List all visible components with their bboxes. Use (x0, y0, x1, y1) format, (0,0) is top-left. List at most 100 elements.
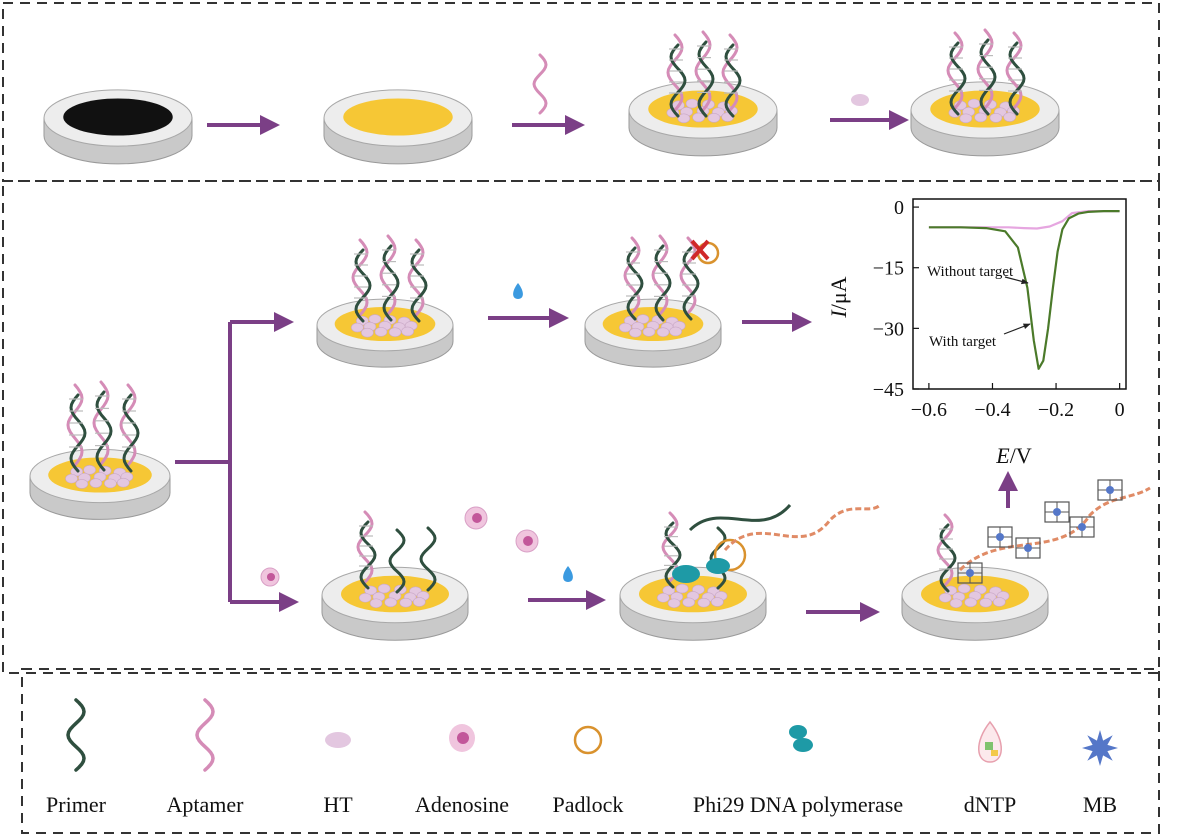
exposed-primer (709, 526, 727, 590)
legend-item-padlock-ring: Padlock (553, 725, 624, 817)
ht-dot (361, 327, 374, 338)
mb-icon (966, 569, 974, 577)
g-quadruplex-mb (1015, 537, 1041, 559)
legend-item-aptamer-strand: Aptamer (167, 698, 245, 817)
legend-label: Primer (46, 792, 107, 817)
primer-strand (664, 521, 682, 589)
aptamer-primer-duplex (351, 238, 372, 323)
rca-product (723, 503, 882, 551)
ht-dot (685, 98, 699, 109)
polymerase-icon (672, 565, 700, 583)
annotation-with-target: With target (929, 334, 997, 350)
exposed-primer (388, 528, 406, 594)
ht-dot (636, 314, 650, 324)
mb-icon (1024, 544, 1032, 552)
chart-x-axis-label: E/V (995, 443, 1032, 468)
legend-panel-border (21, 668, 1160, 834)
aptamer-primer-duplex (666, 33, 687, 118)
ht-dot (83, 465, 96, 475)
ht-dot (677, 113, 691, 124)
primer-strand (654, 244, 672, 322)
legend-label: MB (1083, 792, 1117, 817)
dntp-drop-icon (563, 566, 573, 582)
chart-lines (928, 210, 1120, 370)
mb-icon (1106, 486, 1114, 494)
aptamer-legend-icon (195, 698, 215, 772)
primer-strand (949, 41, 967, 116)
y-tick-label: −30 (873, 318, 904, 340)
aptamer-primer-duplex (946, 31, 967, 116)
mb-icon (996, 533, 1004, 541)
ht-dot (401, 326, 414, 337)
x-tick-label: −0.4 (974, 399, 1010, 421)
ht-dot (656, 327, 670, 337)
aptamer-strand (351, 238, 369, 317)
primer-strand (69, 393, 87, 473)
ht-dot (358, 592, 372, 603)
ht-dot (369, 598, 383, 609)
y-tick-label: −45 (873, 379, 904, 401)
aptamer-strand (119, 383, 137, 467)
legend-item-ht-oval: HT (323, 732, 353, 817)
dntp-drop-icon (513, 283, 523, 299)
primer-strand (410, 248, 428, 323)
aptamer-primer-duplex (379, 234, 400, 322)
y-tick-label: −15 (873, 258, 904, 280)
legend-label: Padlock (553, 792, 624, 817)
primer-strand (95, 390, 113, 472)
aptamer-strand (694, 30, 712, 112)
aptamer-primer-duplex (356, 510, 377, 590)
aptamer-strand (356, 510, 374, 584)
x-tick-label: −0.6 (911, 399, 947, 421)
legend-item-primer-strand: Primer (46, 698, 107, 817)
primer-strand (1008, 41, 1026, 116)
ht-dot (384, 597, 397, 608)
primer-strand (939, 523, 957, 593)
chart-plot-area (912, 198, 1127, 390)
aptamer-primer-duplex (92, 380, 113, 472)
primer-strand (682, 246, 700, 321)
aptamer-primer-duplex (1005, 31, 1026, 116)
dntp-legend-grain (991, 750, 998, 756)
ht-dot (944, 585, 957, 596)
ht-dot (974, 112, 987, 123)
adenosine-core (523, 536, 533, 546)
aptamer-strand (623, 236, 641, 315)
padlock-icon (713, 538, 747, 572)
legend-item-mb-star: MB (1082, 730, 1118, 817)
x-tick-label: −0.2 (1038, 399, 1074, 421)
electrode-rca (619, 566, 767, 641)
polymerase-legend-icon (789, 725, 807, 739)
ht-dot (656, 592, 670, 603)
primer-strand (626, 246, 644, 321)
polymerase-legend-icon-lobe (793, 738, 813, 752)
aptamer-strand (976, 28, 994, 110)
legend-label: HT (323, 792, 353, 817)
aptamer-primer-duplex (651, 234, 672, 322)
ht-dot (89, 478, 103, 488)
ht-dot (707, 112, 721, 123)
primer-strand (669, 43, 687, 118)
ht-dot (75, 479, 89, 489)
ht-dot (957, 583, 971, 594)
primer-strand (724, 43, 742, 118)
padlock-legend-icon (573, 725, 603, 755)
primer-legend-icon (66, 698, 86, 772)
mb-icon (1053, 508, 1061, 516)
aptamer-primer-duplex (721, 33, 742, 118)
primer-strand (122, 393, 140, 473)
ht-dot (682, 597, 695, 608)
legend-label: Aptamer (167, 792, 245, 817)
legend-label: dNTP (964, 792, 1017, 817)
legend-item-polymerase-blob: Phi29 DNA polymerase (693, 725, 903, 817)
g-quadruplex-mb (1044, 501, 1070, 523)
arrow-layer (175, 110, 1018, 622)
aptamer-strand (679, 236, 697, 315)
free-aptamer (532, 53, 548, 115)
ht-dot (1003, 112, 1016, 122)
ht-dot (377, 583, 391, 594)
